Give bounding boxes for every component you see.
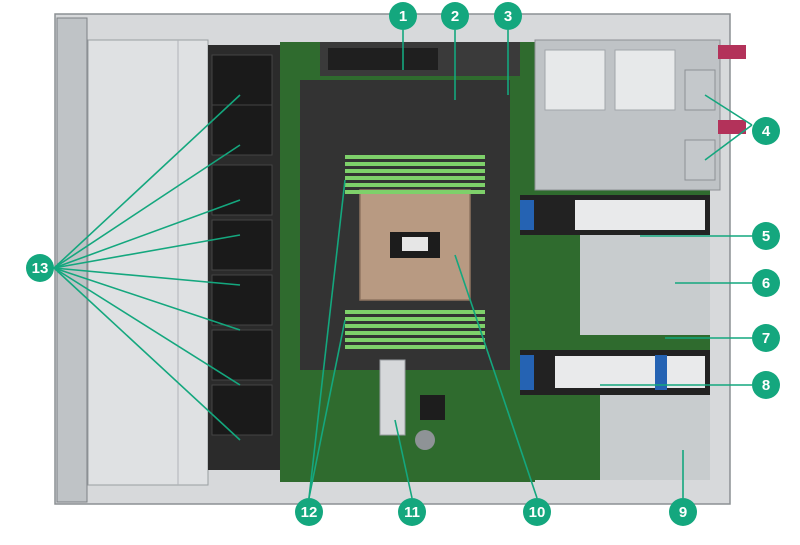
callout-number: 2 <box>451 8 459 25</box>
dimm-3 <box>345 169 485 173</box>
leader-line-13 <box>53 234 241 269</box>
callout-number: 3 <box>504 8 512 25</box>
leader-line-13 <box>53 267 241 386</box>
dimm-9 <box>345 324 485 328</box>
callout-6: 6 <box>752 269 780 297</box>
callout-1: 1 <box>389 2 417 30</box>
callout-9: 9 <box>669 498 697 526</box>
callout-leader-lines <box>53 30 753 499</box>
callout-number: 6 <box>762 275 770 292</box>
dimm-2 <box>345 162 485 166</box>
dimm-12 <box>345 345 485 349</box>
fan-7 <box>211 384 296 436</box>
dimm-7 <box>345 310 485 314</box>
callout-number: 1 <box>399 8 407 25</box>
leader-line-10 <box>454 254 538 499</box>
callout-4: 4 <box>752 117 780 145</box>
callout-number: 13 <box>32 260 49 277</box>
callout-12: 12 <box>295 498 323 526</box>
riser-cages <box>520 195 710 480</box>
leader-line-13 <box>53 267 241 331</box>
dimm-10 <box>345 331 485 335</box>
leader-line-12 <box>308 179 346 499</box>
callout-number: 4 <box>762 123 771 140</box>
dimm-1 <box>345 155 485 159</box>
dimm-8 <box>345 317 485 321</box>
callout-13: 13 <box>26 254 54 282</box>
callout-number: 11 <box>404 504 420 521</box>
callout-2: 2 <box>441 2 469 30</box>
psu-area <box>534 39 746 191</box>
leader-line-13 <box>53 199 241 269</box>
dimm-5 <box>345 183 485 187</box>
leader-line-13 <box>53 267 241 441</box>
callout-number: 12 <box>301 504 318 521</box>
callout-number: 8 <box>762 377 770 394</box>
leader-line-4b <box>704 124 753 161</box>
callout-number: 10 <box>529 504 546 521</box>
dimm-4 <box>345 176 485 180</box>
leader-line-13 <box>53 94 241 269</box>
callout-number: 7 <box>762 330 770 347</box>
leader-line-13 <box>53 144 241 269</box>
callout-8: 8 <box>752 371 780 399</box>
callout-11: 11 <box>398 498 426 526</box>
callout-number: 5 <box>762 228 770 245</box>
dimm-11 <box>345 338 485 342</box>
callout-10: 10 <box>523 498 551 526</box>
fan-6 <box>211 329 296 381</box>
leader-line-4a <box>704 94 753 126</box>
leader-line-11 <box>394 419 413 499</box>
leader-line-12 <box>308 319 346 499</box>
callout-5: 5 <box>752 222 780 250</box>
callout-number: 9 <box>679 504 687 521</box>
leader-line-13 <box>53 267 241 286</box>
dimm-6 <box>345 190 485 194</box>
callout-3: 3 <box>494 2 522 30</box>
callout-7: 7 <box>752 324 780 352</box>
